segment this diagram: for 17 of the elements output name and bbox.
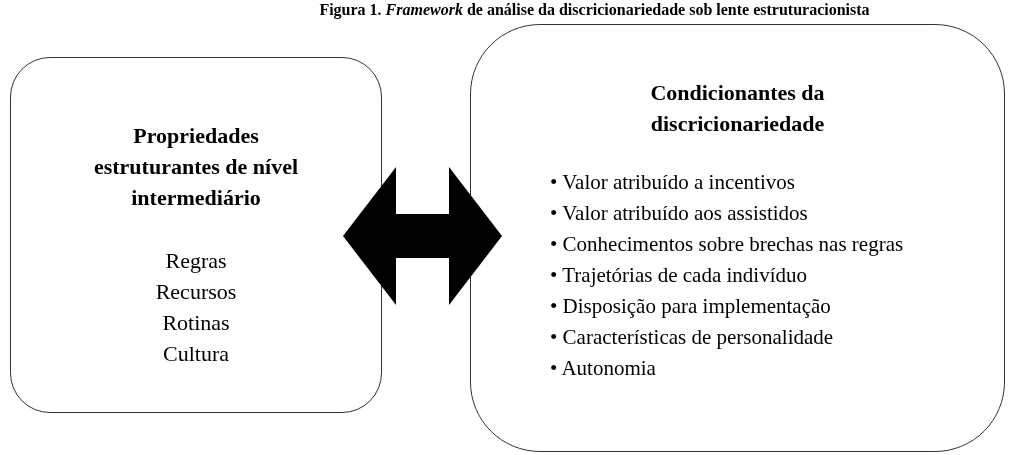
- item-text: Regras: [165, 247, 227, 275]
- rounded-box: [10, 57, 382, 413]
- double-arrow: [343, 167, 502, 305]
- list-item: • Conhecimentos sobre brechas nas regras: [550, 231, 905, 258]
- list-item: • Valor atribuído a incentivos: [550, 169, 796, 196]
- list-item: • Autonomia: [550, 355, 657, 382]
- list-item: • Características de personalidade: [550, 324, 835, 351]
- item-text: Cultura: [163, 340, 229, 368]
- rounded-box: [470, 24, 1005, 452]
- box-heading: Condicionantes da discricionariedade: [649, 79, 826, 138]
- list-item: • Disposição para implementação: [550, 293, 832, 320]
- item-text: Rotinas: [162, 309, 230, 337]
- list-item: • Valor atribuído aos assistidos: [550, 200, 809, 227]
- figure-title: Figura 1. Framework de análise da discricionariedade sob lente estruturacionista: [318, 0, 871, 20]
- item-text: Recursos: [155, 278, 237, 306]
- box-heading: Propriedades estruturantes de nível intermediário: [92, 122, 300, 212]
- list-item: • Trajetórias de cada indivíduo: [550, 262, 808, 289]
